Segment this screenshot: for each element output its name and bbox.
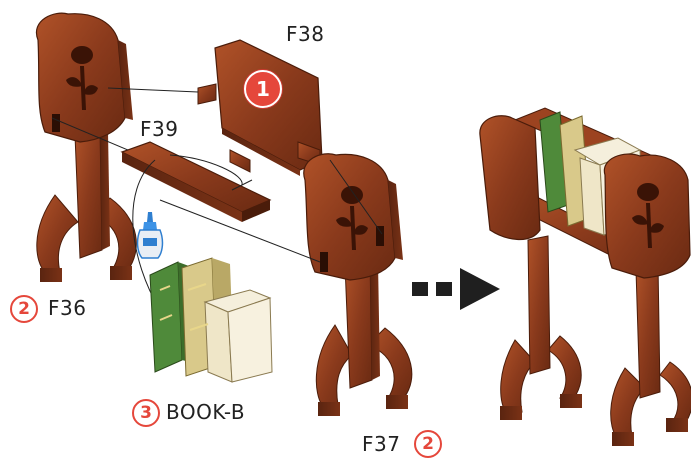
label-book-b: BOOK-B bbox=[166, 400, 245, 424]
step-badge-f37: 2 bbox=[414, 430, 442, 458]
glue-bottle-icon bbox=[138, 212, 163, 258]
book-b-books bbox=[150, 258, 272, 382]
direction-arrow-icon bbox=[412, 268, 500, 310]
step-badge-f36: 2 bbox=[10, 295, 38, 323]
step-badge-1: 1 bbox=[244, 70, 282, 108]
label-f38: F38 bbox=[286, 22, 324, 46]
label-f37: F37 bbox=[362, 432, 400, 456]
label-f39: F39 bbox=[140, 117, 178, 141]
part-f38-panel bbox=[198, 40, 322, 176]
assembled-lectern bbox=[480, 108, 691, 446]
label-f36: F36 bbox=[48, 296, 86, 320]
step-badge-book: 3 bbox=[132, 399, 160, 427]
part-f37-stand bbox=[304, 154, 412, 416]
